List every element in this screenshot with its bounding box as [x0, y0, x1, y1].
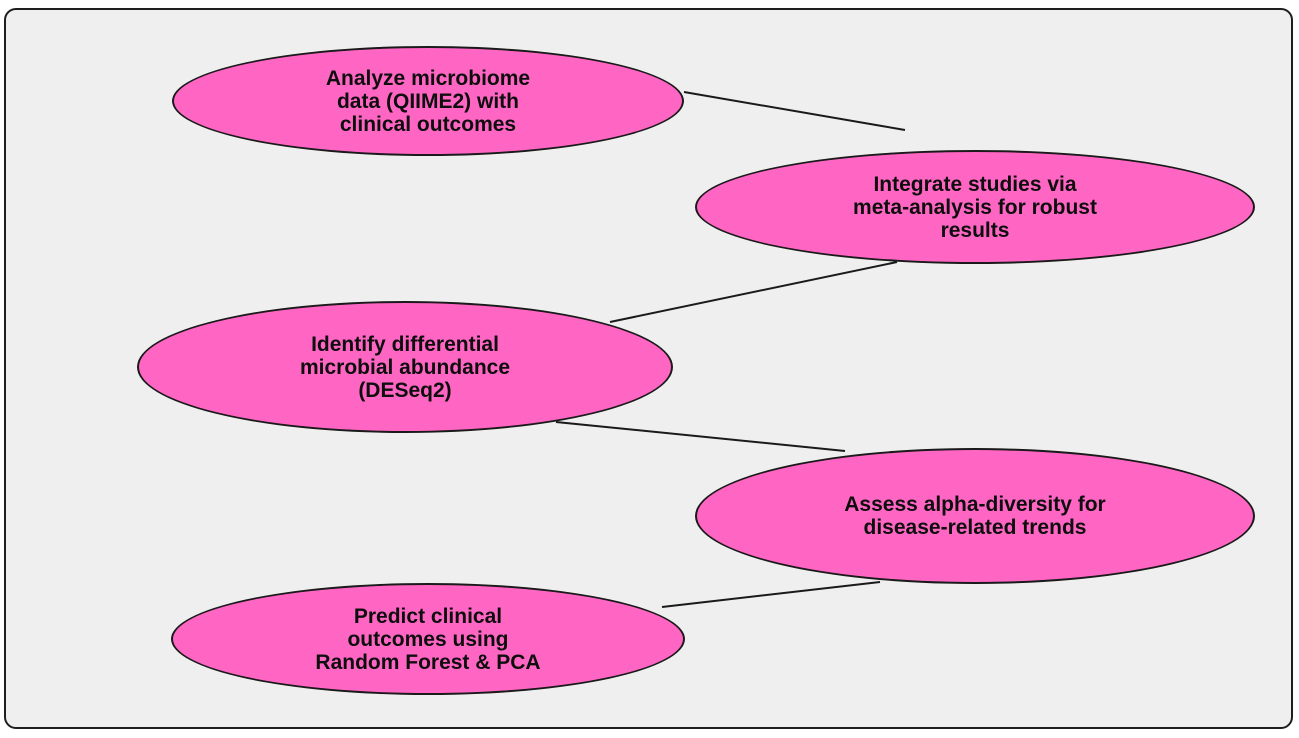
node-label: Analyze microbiome data (QIIME2) with cl…: [325, 66, 531, 136]
connector-n4-n5: [661, 581, 881, 608]
node-label: Predict clinical outcomes using Random F…: [315, 604, 541, 674]
node-label: Integrate studies via meta-analysis for …: [853, 172, 1097, 242]
connector-n2-n3: [609, 261, 898, 323]
connector-n3-n4: [555, 421, 846, 452]
node-analyze-microbiome: Analyze microbiome data (QIIME2) with cl…: [172, 46, 684, 156]
node-label: Identify differential microbial abundanc…: [299, 332, 511, 402]
node-assess-alpha-diversity: Assess alpha-diversity for disease-relat…: [695, 448, 1255, 584]
node-label: Assess alpha-diversity for disease-relat…: [844, 493, 1106, 539]
connector-n1-n2: [683, 91, 906, 131]
node-identify-abundance: Identify differential microbial abundanc…: [137, 301, 673, 433]
node-predict-outcomes: Predict clinical outcomes using Random F…: [171, 583, 685, 695]
node-integrate-studies: Integrate studies via meta-analysis for …: [695, 150, 1255, 264]
